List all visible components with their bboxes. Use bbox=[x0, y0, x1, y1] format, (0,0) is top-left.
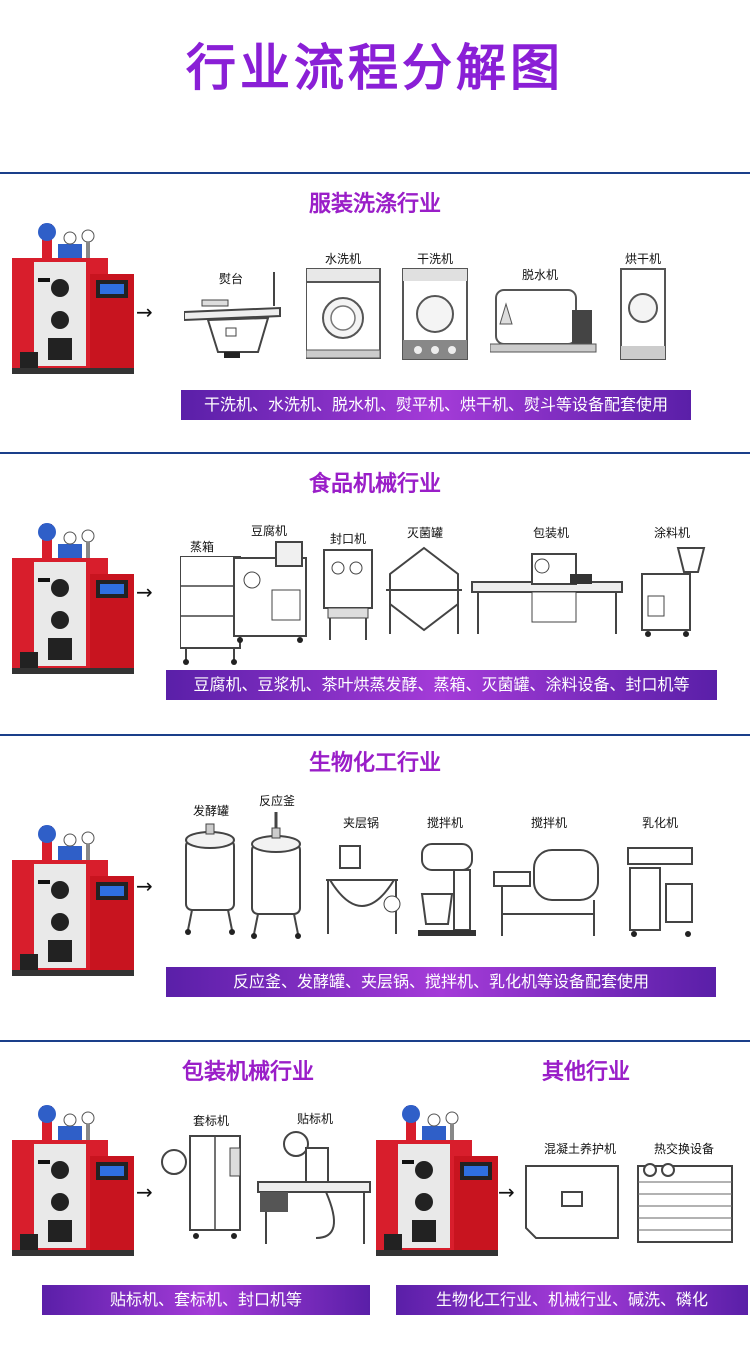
equipment-label: 夹层锅 bbox=[342, 816, 379, 830]
equipment-label: 干洗机 bbox=[416, 252, 453, 266]
dehydrator-image bbox=[490, 289, 597, 353]
equipment-label: 乳化机 bbox=[641, 816, 678, 830]
equipment-label: 涂料机 bbox=[653, 526, 690, 540]
arrow-icon: → bbox=[136, 580, 153, 604]
equipment-label: 蒸箱 bbox=[189, 540, 214, 554]
steam-boiler-image bbox=[12, 522, 135, 675]
mixer-image bbox=[418, 843, 476, 936]
sterilization-tank-image bbox=[386, 546, 462, 634]
heat-exchanger-image bbox=[637, 1163, 733, 1243]
ironing-table-image bbox=[184, 272, 281, 358]
horizontal-mixer-image bbox=[493, 849, 599, 936]
equipment-label: 脱水机 bbox=[521, 268, 558, 282]
usage-band: 贴标机、套标机、封口机等 bbox=[42, 1285, 370, 1315]
sealing-machine-image bbox=[323, 549, 373, 640]
coating-machine-image bbox=[641, 547, 706, 637]
dry-cleaning-machine-image bbox=[402, 268, 468, 360]
equipment-label: 封口机 bbox=[329, 532, 366, 546]
equipment-label: 热交换设备 bbox=[653, 1142, 714, 1156]
arrow-icon: → bbox=[136, 874, 153, 898]
sleeve-labeling-machine-image bbox=[161, 1135, 241, 1239]
tofu-machine-image bbox=[233, 541, 307, 643]
section-title-other: 其他行业 bbox=[541, 1060, 630, 1085]
section-title-food: 食品机械行业 bbox=[308, 472, 441, 497]
packaging-machine-image bbox=[471, 553, 623, 634]
jacketed-kettle-image bbox=[326, 845, 401, 934]
equipment-label: 灭菌罐 bbox=[406, 526, 443, 540]
steam-boiler-image bbox=[12, 222, 135, 375]
steam-boiler-image bbox=[12, 824, 135, 977]
fermenter-image bbox=[184, 823, 236, 936]
equipment-label: 混凝土养护机 bbox=[543, 1142, 616, 1156]
arrow-icon: → bbox=[136, 1180, 153, 1204]
equipment-label: 豆腐机 bbox=[250, 524, 287, 538]
page-title: 行业流程分解图 bbox=[186, 39, 564, 97]
equipment-label: 烘干机 bbox=[624, 252, 661, 266]
steam-boiler-image bbox=[376, 1104, 499, 1257]
usage-band: 干洗机、水洗机、脱水机、熨平机、烘干机、熨斗等设备配套使用 bbox=[181, 390, 691, 420]
section-divider bbox=[0, 1040, 750, 1042]
equipment-label: 贴标机 bbox=[296, 1112, 333, 1126]
equipment-label: 发酵罐 bbox=[192, 804, 229, 818]
section-title-packaging: 包装机械行业 bbox=[181, 1060, 314, 1085]
steam-boiler-image bbox=[12, 1104, 135, 1257]
equipment-label: 套标机 bbox=[192, 1114, 229, 1128]
equipment-label: 水洗机 bbox=[324, 252, 361, 266]
equipment-label: 反应釜 bbox=[258, 794, 295, 808]
usage-band: 反应釜、发酵罐、夹层锅、搅拌机、乳化机等设备配套使用 bbox=[166, 967, 716, 997]
section-title-laundry: 服装洗涤行业 bbox=[308, 192, 441, 217]
dryer-image bbox=[620, 268, 666, 360]
equipment-label: 搅拌机 bbox=[426, 816, 463, 830]
usage-band: 豆腐机、豆浆机、茶叶烘蒸发酵、蒸箱、灭菌罐、涂料设备、封口机等 bbox=[166, 670, 717, 700]
reactor-image bbox=[250, 812, 302, 940]
arrow-icon: → bbox=[498, 1180, 515, 1204]
washing-machine-image bbox=[306, 268, 381, 359]
labeling-machine-image bbox=[257, 1131, 371, 1244]
equipment-label: 包装机 bbox=[532, 526, 569, 540]
equipment-label: 熨台 bbox=[218, 272, 243, 286]
section-divider bbox=[0, 452, 750, 454]
section-title-bio: 生物化工行业 bbox=[308, 751, 441, 776]
section-divider bbox=[0, 734, 750, 736]
emulsifier-image bbox=[627, 847, 693, 937]
arrow-icon: → bbox=[136, 300, 153, 324]
usage-band: 生物化工行业、机械行业、碱洗、磷化 bbox=[396, 1285, 748, 1315]
equipment-label: 搅拌机 bbox=[530, 816, 567, 830]
concrete-curing-machine-image bbox=[525, 1165, 619, 1239]
section-divider bbox=[0, 172, 750, 174]
